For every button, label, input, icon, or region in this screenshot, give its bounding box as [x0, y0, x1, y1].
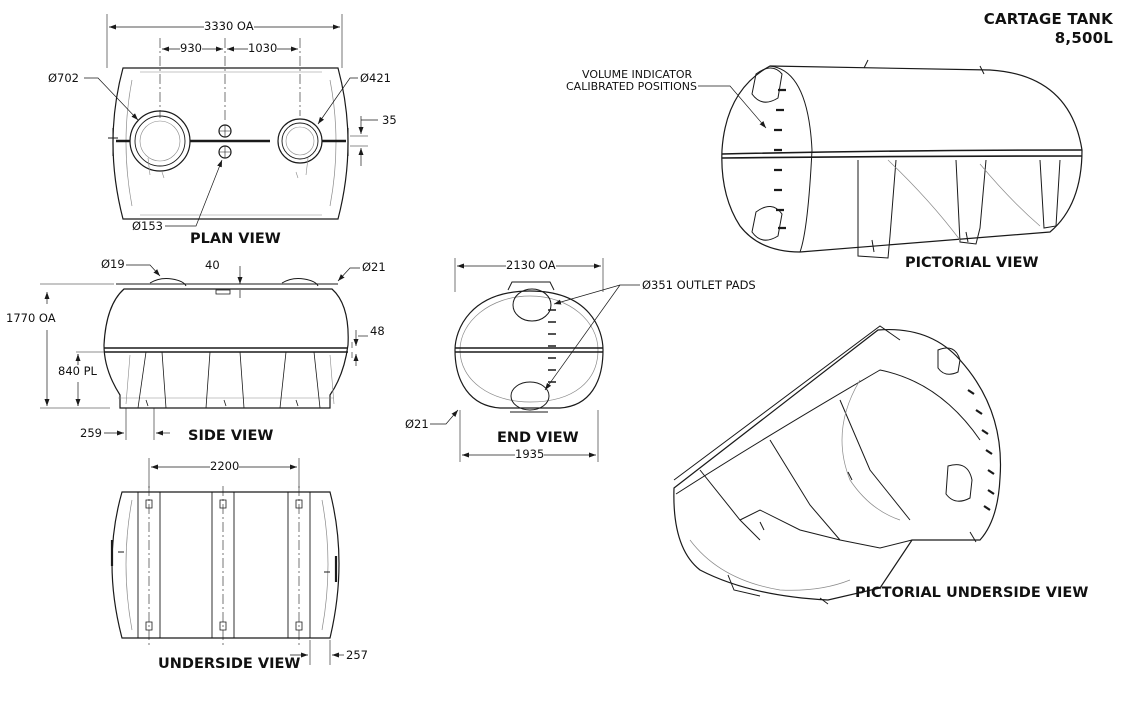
dim-plan-overall: 3330 OA: [204, 19, 254, 33]
plan-view-outline: [112, 67, 349, 220]
pictorial-underside-view-title: PICTORIAL UNDERSIDE VIEW: [855, 585, 1089, 601]
pictorial-underside-view: [673, 325, 1002, 605]
pictorial-tank-body: [721, 65, 1083, 253]
dim-end-width-base: 1935: [515, 447, 545, 461]
plan-view-title: PLAN VIEW: [190, 231, 281, 247]
dim-plan-hole-421: Ø421: [360, 71, 392, 85]
dim-plan-hole-153: Ø153: [132, 219, 164, 233]
side-view: [40, 264, 368, 440]
plan-hole-421: [277, 118, 323, 164]
dim-plan-right: 1030: [248, 41, 278, 55]
dim-side-259: 259: [80, 426, 102, 440]
underside-view-title: UNDERSIDE VIEW: [158, 656, 301, 672]
dim-plan-35: 35: [382, 113, 397, 127]
dim-side-40: 40: [205, 258, 220, 272]
note-volume-indicator-line1: VOLUME INDICATOR: [582, 68, 693, 81]
dim-side-d21: Ø21: [362, 260, 386, 274]
side-view-title: SIDE VIEW: [188, 428, 274, 444]
dim-under-2200: 2200: [210, 459, 240, 473]
pictorial-view-title: PICTORIAL VIEW: [905, 255, 1039, 271]
underside-view-outline: [111, 491, 340, 639]
dim-side-pl: 840 PL: [58, 364, 97, 378]
dim-under-257: 257: [346, 648, 368, 662]
end-view-title: END VIEW: [497, 430, 579, 446]
note-volume-indicator-line2: CALIBRATED POSITIONS: [566, 80, 697, 93]
dim-end-width-top: 2130 OA: [506, 258, 556, 272]
end-view: [430, 258, 640, 462]
underside-view: [110, 458, 344, 665]
dim-end-d21: Ø21: [405, 417, 429, 431]
end-view-outline: [454, 290, 604, 409]
dim-side-d19: Ø19: [101, 257, 125, 271]
dim-plan-hole-702: Ø702: [48, 71, 80, 85]
pictorial-underside-body: [673, 328, 1002, 601]
pictorial-view: [698, 59, 1083, 259]
end-outlet-pad-bottom: [510, 381, 550, 411]
drawing-title-line1: CARTAGE TANK: [983, 10, 1113, 28]
drawing-title-line2: 8,500L: [1054, 29, 1113, 47]
end-outlet-pad-top: [512, 288, 552, 322]
plan-hole-702: [129, 110, 191, 172]
dim-end-pads: Ø351 OUTLET PADS: [642, 278, 756, 292]
dim-side-48: 48: [370, 324, 385, 338]
dim-plan-left: 930: [180, 41, 202, 55]
dim-side-height: 1770 OA: [6, 311, 56, 325]
side-view-outline: [103, 288, 349, 409]
plan-view: [84, 14, 378, 227]
